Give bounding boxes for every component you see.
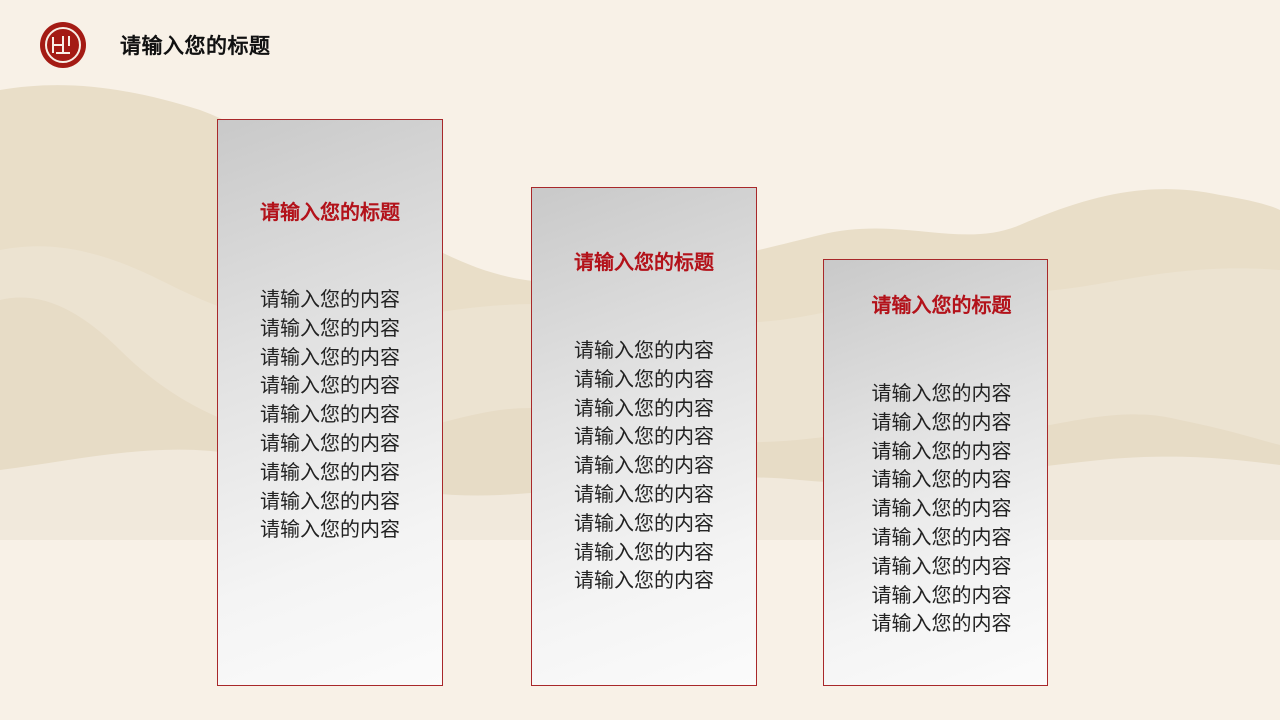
header: 请输入您的标题 [40,22,271,68]
card-line: 请输入您的内容 [871,409,1012,434]
card-body: 请输入您的内容 请输入您的内容 请输入您的内容 请输入您的内容 请输入您的内容 … [836,379,1047,638]
card-title: 请输入您的标题 [871,293,1012,317]
content-card-1: 请输入您的标题 请输入您的内容 请输入您的内容 请输入您的内容 请输入您的内容 … [217,119,443,686]
card-line: 请输入您的内容 [260,459,400,484]
card-line: 请输入您的内容 [574,395,714,420]
card-line: 请输入您的内容 [260,402,400,427]
card-line: 请输入您的内容 [871,553,1012,578]
card-line: 请输入您的内容 [574,510,714,535]
card-line: 请输入您的内容 [871,582,1012,607]
card-line: 请输入您的内容 [260,315,400,340]
card-line: 请输入您的内容 [871,496,1012,521]
card-line: 请输入您的内容 [260,287,400,311]
card-line: 请输入您的内容 [260,430,400,455]
card-line: 请输入您的内容 [574,453,714,478]
card-title: 请输入您的标题 [574,250,714,274]
card-body: 请输入您的内容 请输入您的内容 请输入您的内容 请输入您的内容 请输入您的内容 … [532,336,756,595]
card-line: 请输入您的内容 [260,517,400,542]
content-card-3: 请输入您的标题 请输入您的内容 请输入您的内容 请输入您的内容 请输入您的内容 … [823,259,1048,686]
card-line: 请输入您的内容 [871,438,1012,463]
card-body: 请输入您的内容 请输入您的内容 请输入您的内容 请输入您的内容 请输入您的内容 … [218,285,442,544]
card-line: 请输入您的内容 [871,611,1012,636]
card-line: 请输入您的内容 [260,373,400,398]
content-card-2: 请输入您的标题 请输入您的内容 请输入您的内容 请输入您的内容 请输入您的内容 … [531,187,757,686]
card-line: 请输入您的内容 [871,524,1012,549]
card-line: 请输入您的内容 [574,366,714,391]
card-line: 请输入您的内容 [260,488,400,513]
card-line: 请输入您的内容 [574,539,714,564]
card-line: 请输入您的内容 [260,344,400,369]
page-title: 请输入您的标题 [120,33,271,58]
card-line: 请输入您的内容 [574,338,714,362]
seal-logo-icon [40,22,86,68]
card-line: 请输入您的内容 [574,424,714,449]
card-title: 请输入您的标题 [260,200,400,224]
card-line: 请输入您的内容 [871,467,1012,492]
card-line: 请输入您的内容 [574,481,714,506]
card-line: 请输入您的内容 [574,568,714,593]
card-line: 请输入您的内容 [871,381,1012,405]
